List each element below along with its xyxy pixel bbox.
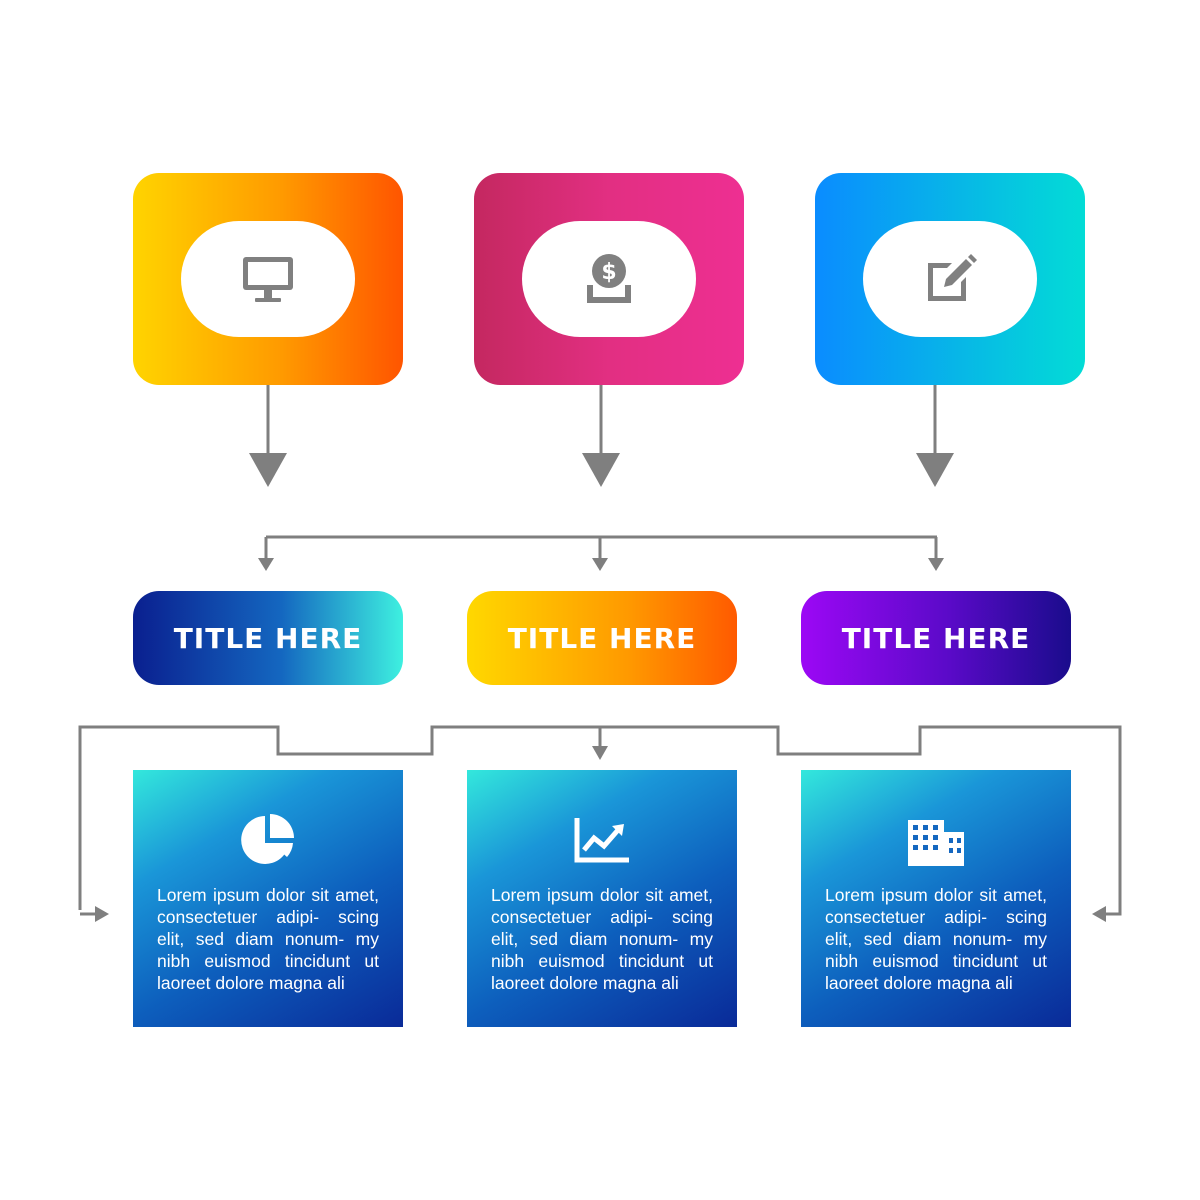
icon-card-monitor: [133, 173, 403, 385]
arrow-head: [249, 453, 287, 487]
icon-pill: [863, 221, 1037, 337]
arrow-head: [95, 906, 109, 922]
arrow-head: [928, 558, 944, 571]
title-label: TITLE HERE: [173, 621, 363, 655]
edit-icon: [928, 254, 977, 301]
line-chart-icon: [574, 818, 629, 863]
info-box-1: Lorem ipsum dolor sit amet, consectetuer…: [133, 770, 403, 1027]
info-text: Lorem ipsum dolor sit amet, consectetuer…: [491, 885, 713, 993]
icon-pill: [181, 221, 355, 337]
arrow-head: [258, 558, 274, 571]
arrow-head: [916, 453, 954, 487]
icon-card-edit: [815, 173, 1085, 385]
icon-pill: $: [522, 221, 696, 337]
dollar-coin-icon: $: [587, 254, 631, 303]
info-box-3: Lorem ipsum dolor sit amet, consectetuer…: [801, 770, 1071, 1027]
title-pill-2: TITLE HERE: [467, 591, 737, 685]
info-box-2: Lorem ipsum dolor sit amet, consectetuer…: [467, 770, 737, 1027]
buildings-icon: [908, 820, 964, 866]
pie-chart-icon: [241, 814, 294, 864]
title-pill-3: TITLE HERE: [801, 591, 1071, 685]
arrow-head: [1092, 906, 1106, 922]
title-pill-1: TITLE HERE: [133, 591, 403, 685]
arrow-head: [592, 558, 608, 571]
icon-card-money: $: [474, 173, 744, 385]
arrow-head: [582, 453, 620, 487]
arrow-head: [592, 746, 608, 760]
info-text: Lorem ipsum dolor sit amet, consectetuer…: [825, 885, 1047, 993]
title-label: TITLE HERE: [507, 621, 697, 655]
info-text: Lorem ipsum dolor sit amet, consectetuer…: [157, 885, 379, 993]
monitor-icon: [243, 257, 293, 302]
svg-text:$: $: [601, 260, 616, 285]
title-label: TITLE HERE: [841, 621, 1031, 655]
